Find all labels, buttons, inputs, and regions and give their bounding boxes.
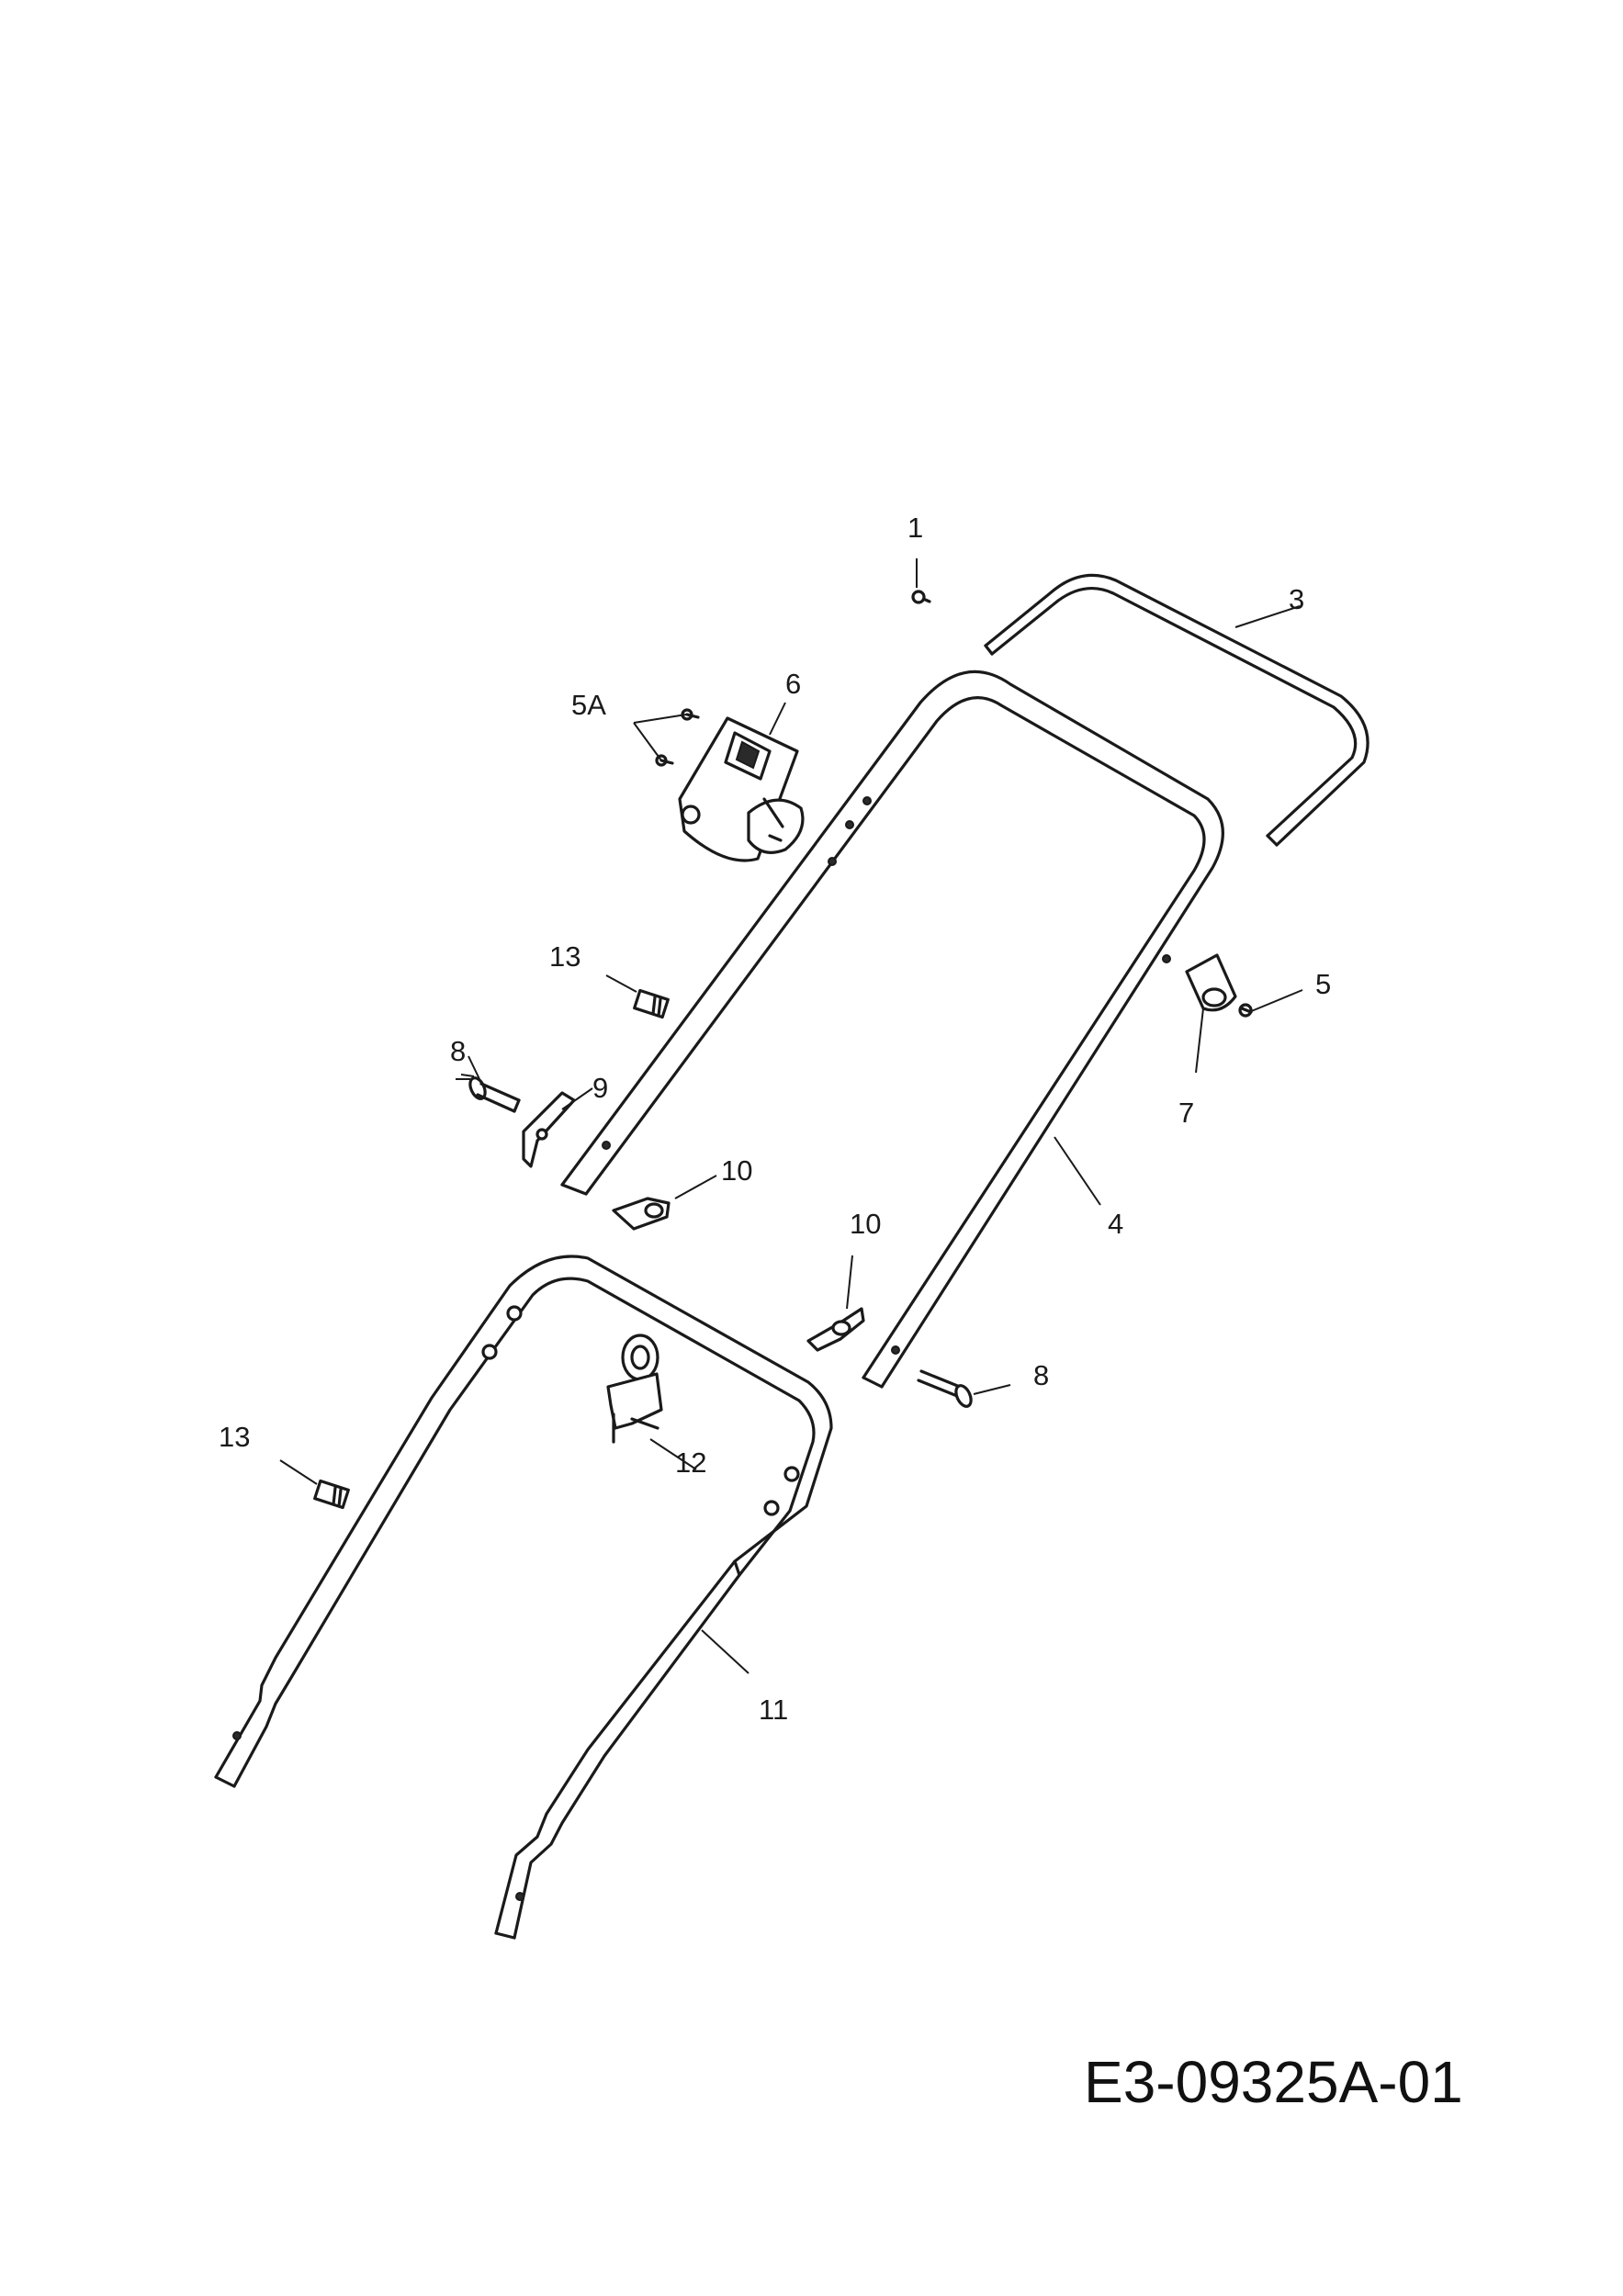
part-8-left-bolt — [468, 1076, 521, 1113]
leader-lines — [279, 558, 1303, 1674]
callout-10-right: 10 — [850, 1208, 881, 1240]
part-5-screw — [1238, 1003, 1253, 1018]
callout-9: 9 — [592, 1072, 608, 1104]
part-10-right-lever — [806, 1307, 865, 1352]
callout-12: 12 — [675, 1446, 706, 1479]
callout-5a: 5A — [571, 689, 606, 721]
part-3-upper-bail — [984, 573, 1369, 847]
callout-7: 7 — [1178, 1097, 1194, 1129]
callout-6: 6 — [785, 668, 801, 700]
callout-4: 4 — [1108, 1208, 1123, 1240]
callout-13-upper: 13 — [549, 940, 580, 973]
callout-11: 11 — [759, 1694, 788, 1726]
drawing-code: E3-09325A-01 — [1084, 2049, 1463, 2115]
part-12-cable-hook — [606, 1334, 663, 1444]
callout-10-left: 10 — [721, 1154, 752, 1187]
part-7-cable-guide — [1185, 953, 1237, 1012]
part-13-lower-insert — [313, 1479, 350, 1510]
callout-3: 3 — [1289, 583, 1304, 615]
callout-13-lower: 13 — [219, 1421, 250, 1453]
part-13-upper-insert — [633, 988, 670, 1019]
part-10-left-lever — [612, 1197, 671, 1231]
part-9-clamp-plate — [522, 1091, 576, 1168]
part-11-lower-handle — [214, 1255, 833, 1940]
part-4-upper-handle — [560, 670, 1224, 1389]
part-8-right-bolt — [917, 1369, 973, 1408]
callout-1: 1 — [907, 512, 923, 544]
callout-labels: 1 3 4 5 5A 6 7 8 9 10 10 8 12 13 13 11 — [219, 512, 1331, 1726]
part-6-switch-housing — [678, 716, 805, 862]
callout-5: 5 — [1315, 968, 1331, 1000]
callout-8-left: 8 — [450, 1035, 466, 1067]
part-1-screw — [911, 590, 931, 604]
callout-8-right: 8 — [1033, 1359, 1049, 1391]
